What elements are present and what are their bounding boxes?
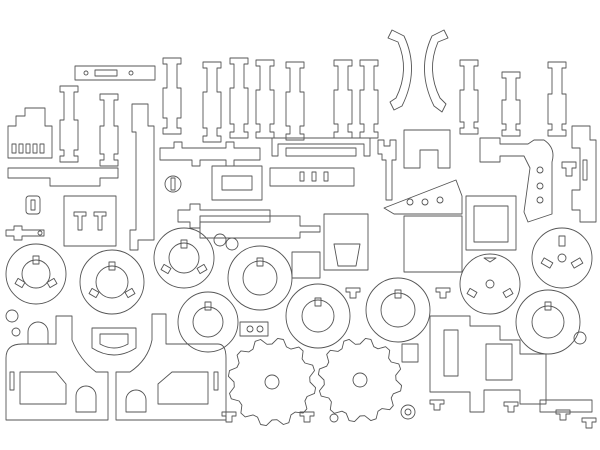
small-washer <box>573 331 587 345</box>
slot <box>582 159 588 181</box>
slot-strip-8 <box>459 59 479 135</box>
pulley-disc-3 <box>153 227 215 289</box>
pulley-disc-5 <box>177 291 239 353</box>
pulley-disc-8 <box>459 253 521 315</box>
arch-part <box>91 327 137 356</box>
pulley-disc-4 <box>227 245 293 311</box>
pulley-disc-10 <box>515 289 581 355</box>
hole <box>246 325 254 333</box>
hole <box>164 175 182 193</box>
arc-brackets <box>387 29 449 113</box>
pulley-disc-9 <box>531 227 593 289</box>
slot-strip-6 <box>333 59 353 139</box>
pulley-discs <box>5 227 593 355</box>
small-washer <box>225 237 239 251</box>
arch-part-inner <box>99 333 129 349</box>
small-post <box>401 343 419 363</box>
slot-strip-left-1 <box>59 85 79 163</box>
tab-connectors <box>221 287 597 429</box>
slot-strip-10 <box>547 61 567 137</box>
long-bar-left <box>7 167 119 187</box>
small-washer <box>404 408 412 416</box>
slot <box>30 199 36 211</box>
slot <box>170 177 176 191</box>
long-plate-bottom <box>539 399 593 413</box>
bucket <box>323 213 369 271</box>
gear-wheel-right <box>317 337 403 423</box>
slot-strip-3 <box>229 57 249 139</box>
hole <box>128 70 134 76</box>
bucket-inner <box>333 243 361 267</box>
seat-plate <box>403 215 463 273</box>
key-connector <box>5 225 45 241</box>
pulley-disc-1 <box>5 243 67 305</box>
lever-part <box>383 179 463 215</box>
pulley-disc-2 <box>79 249 145 315</box>
mini-arch <box>27 321 49 345</box>
small-plug <box>291 251 321 279</box>
gear-wheels <box>227 337 403 427</box>
engine-block <box>211 165 263 201</box>
small-tab-part <box>25 195 41 215</box>
chassis-bar-1 <box>159 141 261 167</box>
pulley-disc-6 <box>285 283 351 349</box>
slot-strip-2 <box>202 61 222 143</box>
small-washer <box>329 413 339 423</box>
hole <box>83 70 89 76</box>
slot-strip-5 <box>285 61 305 141</box>
hook-part <box>239 321 269 337</box>
chassis-side-panel-left <box>5 315 109 421</box>
chassis-bar-2 <box>177 203 271 229</box>
slot-strip-4 <box>255 59 275 139</box>
hole <box>37 230 43 236</box>
long-bar-top-left <box>74 65 156 81</box>
hole <box>256 325 264 333</box>
window-frame <box>465 195 517 251</box>
arc-bracket-right <box>424 29 449 113</box>
chassis-side-panel-right <box>115 313 227 421</box>
slot-strip-left-2 <box>99 93 119 167</box>
small-washer <box>11 327 21 337</box>
vertical-bracket <box>129 103 155 251</box>
cabin-part <box>7 107 53 159</box>
slot <box>94 69 118 77</box>
fork-part <box>377 139 397 201</box>
slot-strip-7 <box>359 59 379 139</box>
slot-strip-1 <box>162 57 182 135</box>
small-washer <box>400 404 416 420</box>
frame-plate-tt <box>63 195 117 247</box>
gear-wheel-left <box>227 337 317 427</box>
pulley-disc-7 <box>365 277 431 343</box>
small-washer <box>5 309 19 323</box>
t-connector <box>561 161 577 177</box>
bridge-part <box>269 137 371 187</box>
frame-plate-right <box>429 315 547 413</box>
small-washer <box>213 233 227 247</box>
crank-arm <box>479 137 554 223</box>
arc-bracket-left <box>387 29 412 111</box>
side-column <box>571 125 597 223</box>
slot-strip-9 <box>501 71 521 137</box>
cabin-frame <box>403 129 451 169</box>
